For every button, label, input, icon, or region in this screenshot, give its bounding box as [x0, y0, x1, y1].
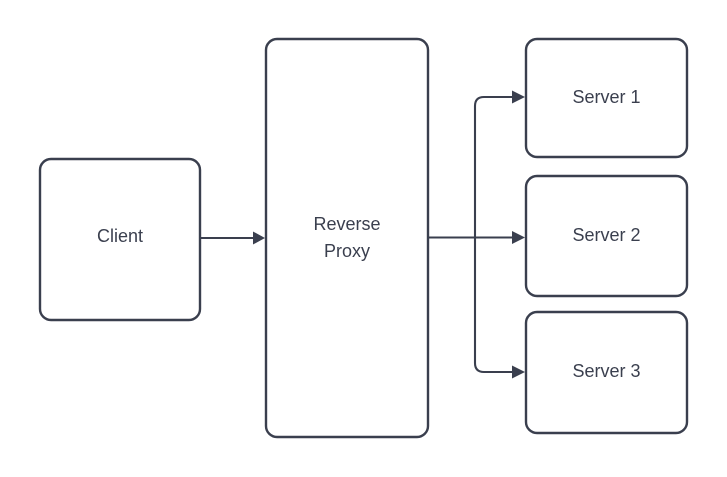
- edge-proxy-to-server-3: [473, 237, 525, 379]
- node-reverse-proxy[interactable]: Reverse Proxy: [264, 37, 430, 439]
- edge-proxy-to-server-2: [475, 231, 525, 244]
- node-server-1-label: Server 1: [572, 87, 640, 107]
- node-server-1-shape[interactable]: [524, 37, 689, 159]
- node-reverse-proxy-shape[interactable]: [264, 37, 430, 439]
- node-server-2[interactable]: Server 2: [524, 174, 689, 298]
- node-server-3-label: Server 3: [572, 361, 640, 381]
- node-server-3[interactable]: Server 3: [524, 310, 689, 435]
- node-client-label: Client: [97, 226, 143, 246]
- arrowhead-proxy-to-server-1: [512, 90, 525, 104]
- node-client-shape[interactable]: [38, 157, 202, 322]
- node-server-3-shape[interactable]: [524, 310, 689, 435]
- edge-client-to-reverse-proxy: [201, 231, 265, 245]
- arrowhead-proxy-to-server-2: [512, 231, 525, 244]
- node-server-2-shape[interactable]: [524, 174, 689, 298]
- node-reverse-proxy-label-line2: Proxy: [324, 241, 370, 261]
- node-server-1[interactable]: Server 1: [524, 37, 689, 159]
- node-client[interactable]: Client: [38, 157, 202, 322]
- edge-line-proxy-to-server-3: [473, 237, 513, 374]
- node-server-2-label: Server 2: [572, 225, 640, 245]
- arrowhead-client-to-proxy: [253, 231, 265, 245]
- node-reverse-proxy-label-line1: Reverse: [313, 214, 380, 234]
- arrowhead-proxy-to-server-3: [512, 365, 525, 379]
- edge-line-proxy-to-server-1: [473, 95, 513, 238]
- edge-proxy-to-server-1: [473, 90, 525, 238]
